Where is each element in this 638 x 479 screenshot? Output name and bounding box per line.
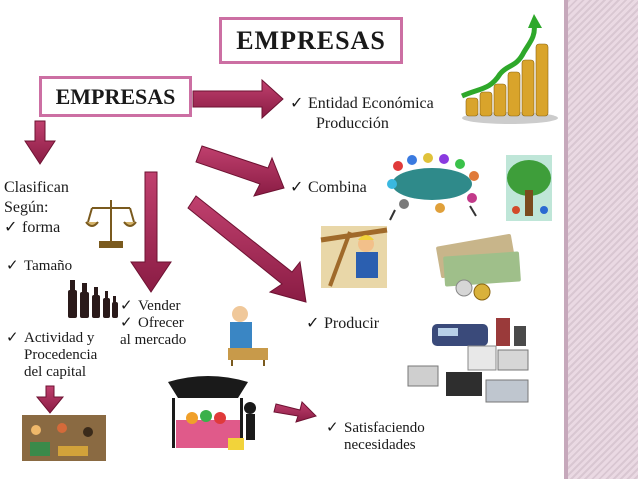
vender-node: ✓ Vender ✓ Ofrecer al mercado xyxy=(120,298,186,349)
producir-node: ✓Producir xyxy=(306,314,379,334)
combina-text: Combina xyxy=(308,179,367,196)
seller-icon xyxy=(228,306,268,366)
arrow-main-to-entidad xyxy=(192,78,284,120)
side-stripe-edge xyxy=(564,0,568,479)
title-text: EMPRESAS xyxy=(236,25,386,55)
actividad-node: ✓ Actividad y Procedencia del capital xyxy=(6,330,97,381)
check-icon: ✓ xyxy=(6,258,19,274)
combina-node: ✓Combina xyxy=(290,178,367,198)
vender-item2: Ofrecer xyxy=(138,315,184,331)
vender-line3: al mercado xyxy=(120,332,187,348)
clasifican-item: forma xyxy=(22,219,61,236)
actividad-line3: del capital xyxy=(24,364,87,380)
check-icon: ✓ xyxy=(120,298,133,314)
side-decorative-stripe xyxy=(568,0,638,479)
satisfaciendo-node: ✓ Satisfaciendo necesidades xyxy=(326,420,425,454)
tamano-text: Tamaño xyxy=(24,258,73,274)
clasifican-line2: Según: xyxy=(4,199,49,216)
check-icon: ✓ xyxy=(290,95,304,112)
entidad-node: ✓Entidad Económica Producción xyxy=(290,94,434,134)
check-icon: ✓ xyxy=(290,179,304,196)
entidad-line2: Producción xyxy=(316,115,389,132)
money-icon xyxy=(436,233,521,301)
tree-icon xyxy=(506,155,552,221)
satisfaciendo-line1: Satisfaciendo xyxy=(344,420,425,436)
office-equipment-icon xyxy=(407,318,529,403)
check-icon: ✓ xyxy=(6,330,19,346)
clasifican-node: Clasifican Según: ✓forma xyxy=(4,178,69,238)
title-box: EMPRESAS xyxy=(219,17,403,64)
main-node-text: EMPRESAS xyxy=(55,83,176,109)
entidad-line1: Entidad Económica xyxy=(308,95,434,112)
scales-icon xyxy=(85,200,137,248)
check-icon: ✓ xyxy=(4,219,18,236)
check-icon: ✓ xyxy=(306,315,320,332)
growth-chart-icon xyxy=(460,14,558,124)
satisfaciendo-line2: necesidades xyxy=(344,437,416,453)
vender-item1: Vender xyxy=(138,298,181,314)
market-stall-icon xyxy=(168,376,256,450)
meeting-table-icon xyxy=(387,153,479,221)
clasifican-line1: Clasifican xyxy=(4,179,69,196)
market-photo-icon xyxy=(22,415,106,461)
arrow-to-combina xyxy=(195,145,285,197)
bottles-icon xyxy=(68,280,118,318)
arrow-to-producir xyxy=(187,195,307,303)
actividad-line1: Actividad y xyxy=(24,330,95,346)
builder-icon xyxy=(320,226,388,288)
main-node-box: EMPRESAS xyxy=(39,76,192,117)
arrow-down-to-photo xyxy=(35,385,65,414)
tamano-node: ✓ Tamaño xyxy=(6,258,72,275)
arrow-down-to-clasifican xyxy=(24,120,56,165)
producir-text: Producir xyxy=(324,315,380,332)
arrow-down-to-vender xyxy=(130,171,172,293)
check-icon: ✓ xyxy=(326,420,339,436)
actividad-line2: Procedencia xyxy=(24,347,98,363)
arrow-to-satisfaciendo xyxy=(273,401,317,423)
check-icon: ✓ xyxy=(120,315,133,331)
